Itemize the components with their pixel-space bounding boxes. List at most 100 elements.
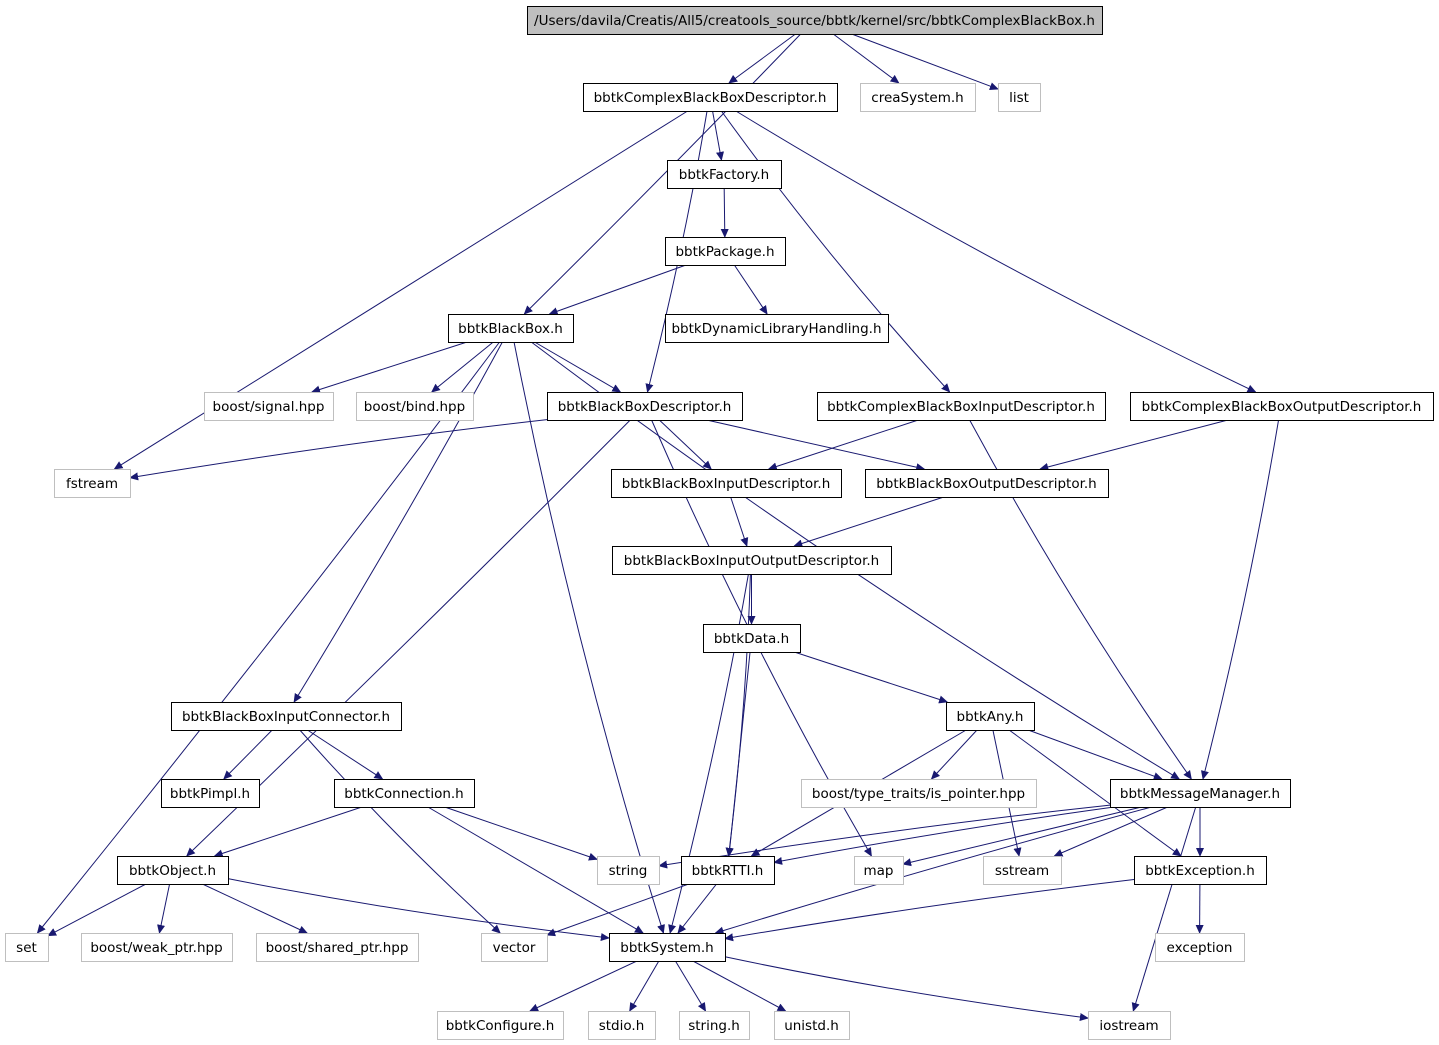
node-any[interactable]: bbtkAny.h [946, 702, 1035, 731]
node-label: iostream [1099, 1018, 1158, 1034]
node-label: bbtkPimpl.h [170, 786, 250, 802]
edge-line [720, 110, 951, 393]
node-label: boost/bind.hpp [364, 399, 465, 415]
node-label: list [1009, 90, 1029, 106]
edge-bbdesc-to-bbin [658, 419, 712, 470]
node-box [612, 546, 892, 575]
node-sstream: sstream [983, 856, 1062, 885]
node-list: list [998, 83, 1041, 112]
edge-cbbdesc-to-fstream [113, 110, 688, 470]
node-cbbin[interactable]: bbtkComplexBlackBoxInputDescriptor.h [817, 392, 1106, 421]
edge-bbdesc-to-fstream [129, 419, 548, 481]
node-label: set [16, 940, 37, 956]
node-exception-h[interactable]: bbtkException.h [1134, 856, 1267, 885]
edge-rtti-to-system [677, 883, 717, 934]
node-box [334, 779, 475, 808]
node-box [161, 779, 260, 808]
node-box [527, 6, 1103, 35]
node-rtti[interactable]: bbtkRTTI.h [681, 856, 775, 885]
node-blackbox[interactable]: bbtkBlackBox.h [448, 314, 574, 343]
node-box [703, 624, 801, 653]
edge-line [307, 729, 384, 780]
node-data[interactable]: bbtkData.h [703, 624, 801, 653]
edge-line [534, 341, 622, 393]
node-box [681, 856, 775, 885]
node-label: bbtkAny.h [957, 709, 1024, 725]
node-bbout[interactable]: bbtkBlackBoxOutputDescriptor.h [865, 469, 1109, 498]
edge-line [730, 496, 749, 547]
node-bbio[interactable]: bbtkBlackBoxInputOutputDescriptor.h [612, 546, 892, 575]
node-object[interactable]: bbtkObject.h [117, 856, 229, 885]
edge-line [851, 33, 999, 91]
node-conn[interactable]: bbtkConnection.h [334, 779, 475, 808]
edge-line [658, 419, 712, 470]
node-box [1088, 1011, 1171, 1040]
edge-line [767, 419, 919, 471]
node-box [667, 160, 782, 189]
node-string: string [597, 856, 660, 885]
node-weakptr: boost/weak_ptr.hpp [81, 933, 233, 962]
edge-line [311, 341, 468, 394]
edge-line [36, 341, 500, 934]
node-label: bbtkBlackBoxOutputDescriptor.h [876, 476, 1097, 492]
node-label: bbtkBlackBoxInputDescriptor.h [622, 476, 831, 492]
edge-msgmgr-to-rtti [773, 806, 1115, 865]
node-inconn[interactable]: bbtkBlackBoxInputConnector.h [171, 702, 402, 731]
node-configure: bbtkConfigure.h [437, 1011, 564, 1040]
edge-root-to-cbbdesc [728, 33, 796, 84]
node-box [356, 392, 474, 421]
edge-line [427, 806, 644, 934]
node-box [81, 933, 233, 962]
edge-line [629, 960, 660, 1012]
edge-cbbdesc-to-factory [712, 110, 724, 161]
edge-blackbox-to-bbdesc [534, 341, 622, 393]
edge-line [431, 341, 494, 393]
edge-factory-to-package [720, 187, 729, 238]
node-bbin[interactable]: bbtkBlackBoxInputDescriptor.h [611, 469, 842, 498]
node-cbbout[interactable]: bbtkComplexBlackBoxOutputDescriptor.h [1130, 392, 1434, 421]
edge-line [113, 110, 688, 470]
node-box [998, 83, 1041, 112]
node-dynlib[interactable]: bbtkDynamicLibraryHandling.h [665, 314, 889, 343]
node-label: stdio.h [599, 1018, 645, 1034]
node-label: exception [1167, 940, 1233, 956]
node-box [547, 392, 743, 421]
node-box [665, 237, 786, 266]
edge-line [930, 729, 978, 780]
edge-line [793, 496, 944, 548]
edge-line [773, 806, 1115, 865]
node-msgmgr[interactable]: bbtkMessageManager.h [1110, 779, 1291, 808]
node-box [1130, 392, 1434, 421]
edge-system-to-stdio [629, 960, 660, 1012]
node-signal: boost/signal.hpp [204, 392, 334, 421]
edge-blackbox-to-bind [431, 341, 494, 393]
node-root[interactable]: /Users/davila/Creatis/All5/creatools_sou… [527, 6, 1103, 35]
edge-msgmgr-to-iostream [1131, 806, 1197, 1012]
node-cbbdesc[interactable]: bbtkComplexBlackBoxDescriptor.h [583, 83, 838, 112]
node-pimpl[interactable]: bbtkPimpl.h [161, 779, 260, 808]
edge-system-to-configure [529, 960, 638, 1012]
edge-line [725, 651, 751, 857]
node-package[interactable]: bbtkPackage.h [665, 237, 786, 266]
node-factory[interactable]: bbtkFactory.h [667, 160, 782, 189]
node-label: unistd.h [784, 1018, 839, 1034]
edge-line [529, 960, 638, 1012]
node-system[interactable]: bbtkSystem.h [609, 933, 726, 962]
edge-package-to-dynlib [733, 264, 768, 315]
edge-line [677, 883, 717, 934]
node-box [1134, 856, 1267, 885]
node-bbdesc[interactable]: bbtkBlackBoxDescriptor.h [547, 392, 743, 421]
node-label: bbtkPackage.h [675, 244, 774, 260]
edge-line [712, 110, 724, 161]
edge-cbbin-to-bbin [767, 419, 919, 471]
node-box [854, 856, 904, 885]
edge-bbout-to-bbio [793, 496, 944, 548]
node-label: bbtkFactory.h [679, 167, 770, 183]
node-label: bbtkBlackBox.h [458, 321, 563, 337]
edge-line [1039, 419, 1228, 471]
node-box [597, 856, 660, 885]
edge-line [223, 729, 273, 780]
edge-any-to-exception_h [1008, 729, 1182, 857]
node-box [583, 83, 838, 112]
